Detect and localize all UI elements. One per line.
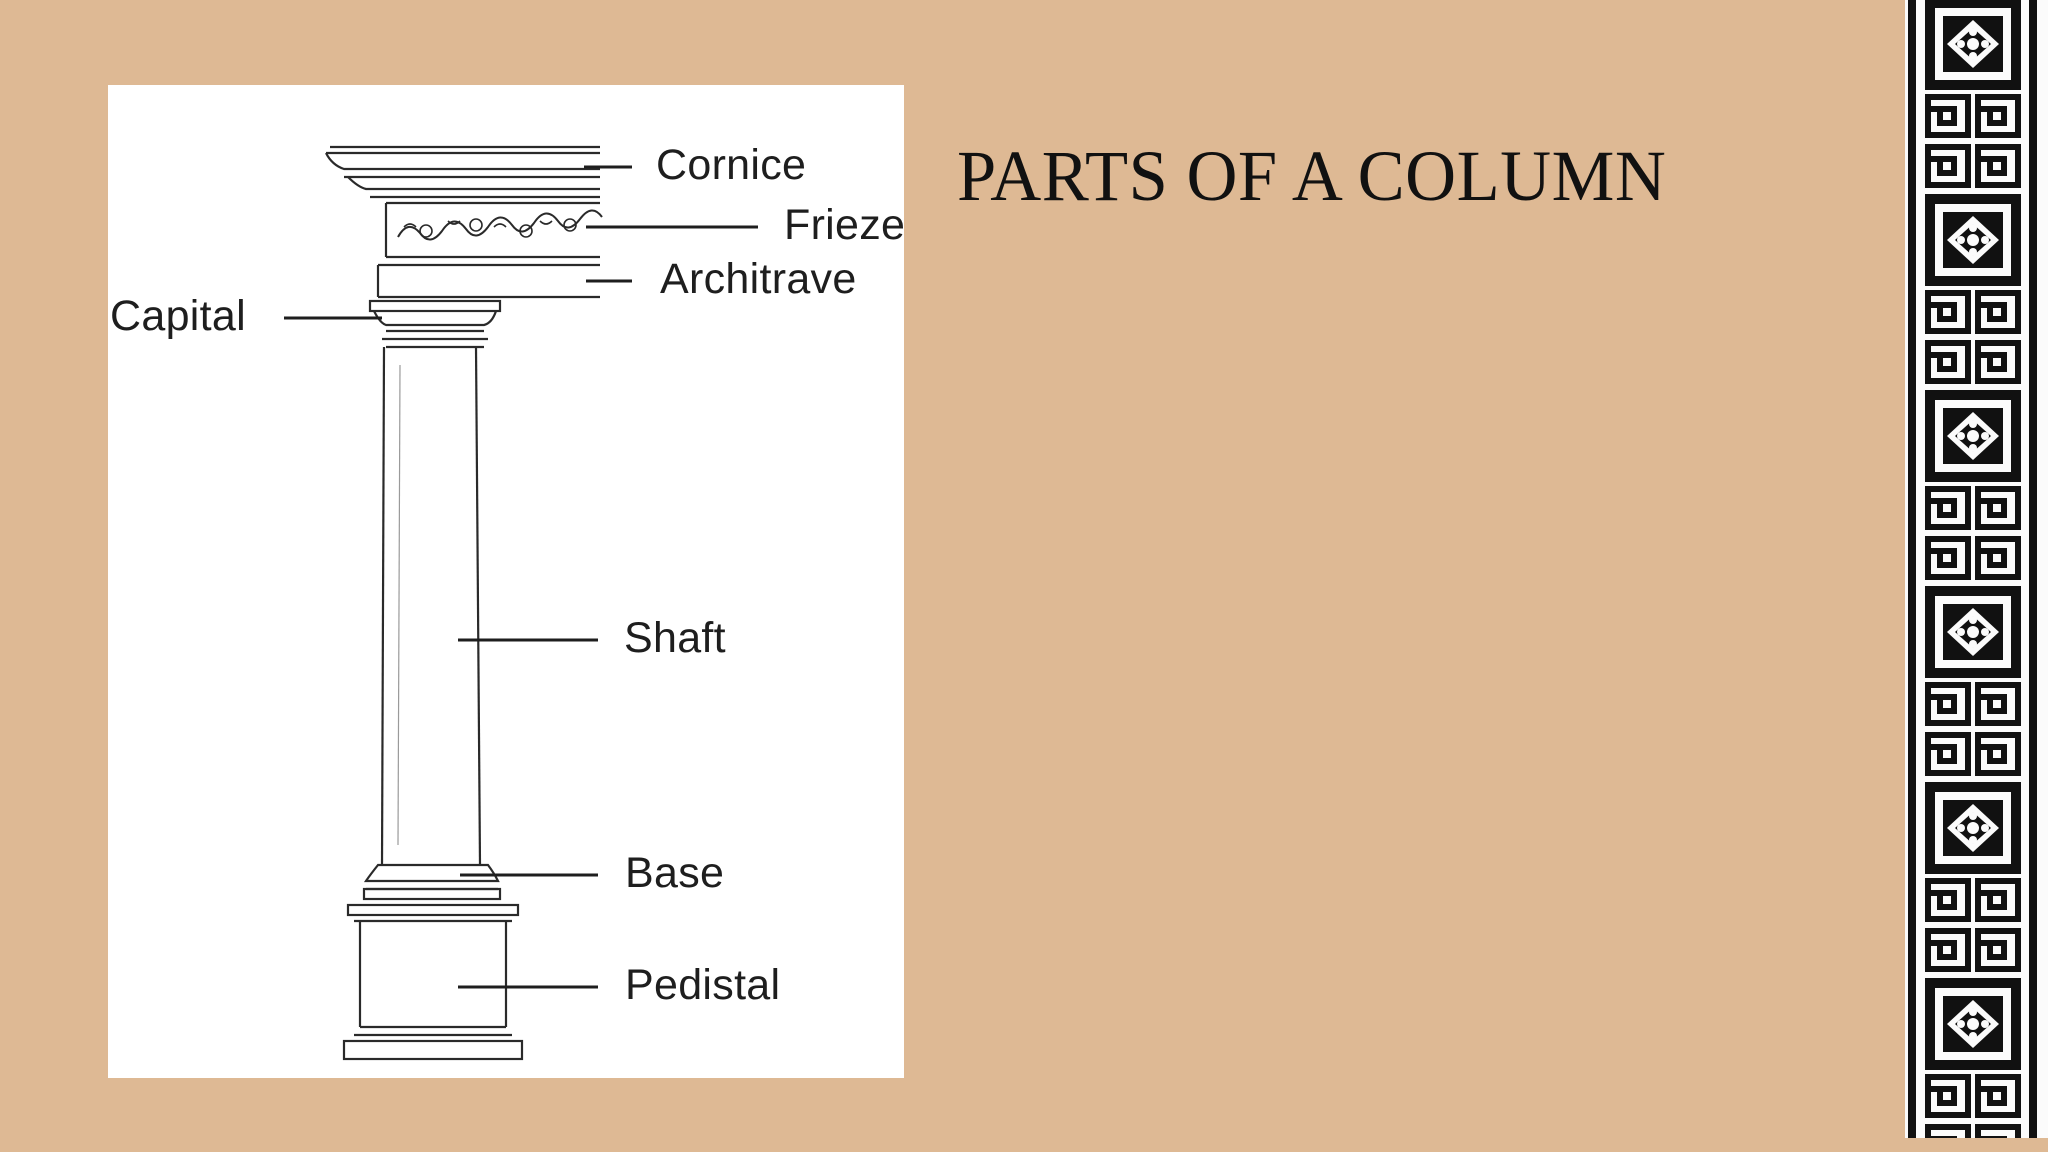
label-frieze: Frieze (784, 201, 904, 249)
capital-shape (368, 299, 502, 349)
label-architrave: Architrave (660, 255, 857, 303)
label-cornice: Cornice (656, 141, 807, 189)
leader-lines (284, 165, 758, 989)
pedistal-shape (342, 903, 524, 1061)
greek-key-border-icon (1905, 0, 2048, 1152)
architrave-shape (376, 263, 600, 299)
frieze-shape (384, 201, 603, 259)
cornice-shape (325, 145, 600, 199)
label-capital: Capital (110, 292, 246, 340)
base-shape (362, 863, 502, 901)
label-shaft: Shaft (624, 614, 726, 662)
column-diagram: Cornice Frieze Architrave Capital Shaft … (108, 85, 904, 1078)
slide-title: PARTS OF A COLUMN (957, 136, 1667, 216)
column-drawing (284, 145, 758, 1061)
shaft-shape (380, 346, 482, 866)
greek-key-border (1905, 0, 2048, 1152)
label-base: Base (625, 849, 725, 897)
label-pedistal: Pedistal (625, 961, 781, 1009)
